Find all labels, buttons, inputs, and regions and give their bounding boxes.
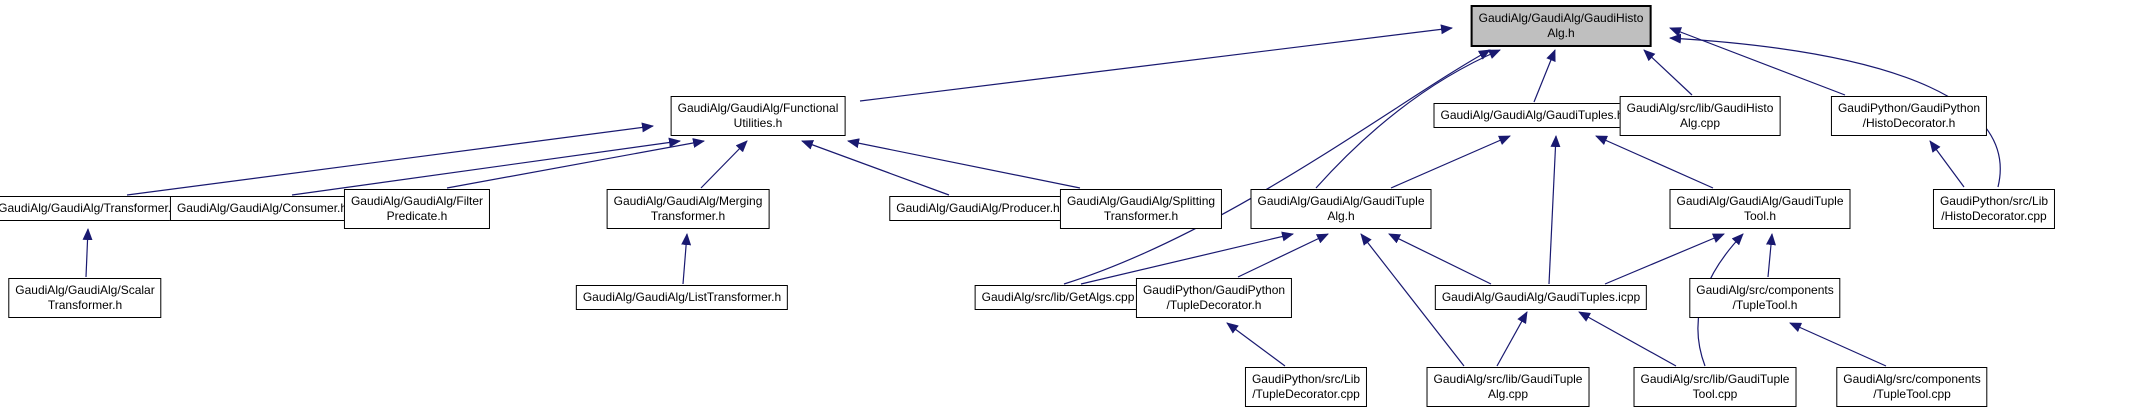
- node-label-line: Utilities.h: [733, 116, 783, 130]
- graph-node-gaudituples_h[interactable]: GaudiAlg/GaudiAlg/GaudiTuples.h: [1433, 103, 1631, 128]
- node-label-line: GaudiAlg/GaudiAlg/Scalar: [15, 283, 155, 297]
- node-label-line: GaudiAlg/GaudiAlg/GaudiHisto: [1478, 11, 1644, 25]
- node-label-line: GaudiAlg/src/lib/GaudiTuple: [1433, 372, 1583, 386]
- node-label-line: GaudiAlg/GaudiAlg/Producer.h: [896, 201, 1060, 215]
- node-label-line: Alg.h: [1547, 26, 1575, 40]
- node-label-line: GaudiAlg/GaudiAlg/GaudiTuples.icpp: [1441, 290, 1641, 304]
- graph-node-tupledecorator_h[interactable]: GaudiPython/GaudiPython/TupleDecorator.h: [1135, 278, 1293, 318]
- include-edge-histodecorator_cpp-to-histodecorator_h: [1929, 140, 1965, 188]
- include-edge-gaudituplealg_cpp-to-gaudituplealg_h: [1360, 233, 1465, 367]
- node-label-line: GaudiPython/src/Lib: [1251, 372, 1361, 386]
- node-label-line: /TupleDecorator.cpp: [1252, 387, 1360, 401]
- include-edge-gaudituples_icpp-to-gaudituples_h: [1548, 135, 1561, 285]
- include-edge-tupledecorator_cpp-to-tupledecorator_h: [1226, 322, 1286, 367]
- graph-node-transformer_h[interactable]: GaudiAlg/GaudiAlg/Transformer.h: [0, 196, 185, 221]
- include-edge-gaudituples_icpp-to-gaudituplealg_h: [1388, 233, 1492, 285]
- include-edge-mergingtransformer_h-to-functionalutilities_h: [700, 140, 748, 189]
- include-edge-gaudituples_icpp-to-gauditupletool_h: [1604, 233, 1725, 285]
- node-label-line: Transformer.h: [47, 298, 123, 312]
- graph-node-histodecorator_h[interactable]: GaudiPython/GaudiPython/HistoDecorator.h: [1830, 96, 1988, 136]
- graph-node-tupletool_cpp[interactable]: GaudiAlg/src/components/TupleTool.cpp: [1836, 367, 1988, 407]
- graph-node-tupletool_h[interactable]: GaudiAlg/src/components/TupleTool.h: [1689, 278, 1841, 318]
- include-edge-tupledecorator_h-to-gaudituplealg_h: [1237, 233, 1329, 278]
- node-label-line: GaudiAlg/GaudiAlg/Merging: [613, 194, 763, 208]
- node-label-line: GaudiAlg/GaudiAlg/GaudiTuple: [1257, 194, 1425, 208]
- include-edge-functionalutilities_h-to-gaudihistoalg_h: [859, 24, 1453, 102]
- include-edge-histodecorator_cpp-to-gaudihistoalg_h: [1669, 33, 2001, 188]
- graph-node-consumer_h[interactable]: GaudiAlg/GaudiAlg/Consumer.h: [169, 196, 355, 221]
- graph-node-histodecorator_cpp[interactable]: GaudiPython/src/Lib/HistoDecorator.cpp: [1932, 189, 2056, 229]
- include-edge-producer_h-to-functionalutilities_h: [801, 140, 950, 196]
- node-label-line: GaudiAlg/src/lib/GaudiTuple: [1640, 372, 1790, 386]
- include-edge-tupletool_cpp-to-tupletool_h: [1789, 322, 1887, 367]
- include-edge-scalartransformer_h-to-transformer_h: [82, 228, 93, 278]
- node-label-line: GaudiAlg/src/lib/GaudiHisto: [1626, 101, 1774, 115]
- include-edge-gaudituples_h-to-gaudihistoalg_h: [1533, 49, 1556, 103]
- graph-node-producer_h[interactable]: GaudiAlg/GaudiAlg/Producer.h: [889, 196, 1067, 221]
- include-edge-tupletool_h-to-gauditupletool_h: [1766, 233, 1776, 278]
- node-label-line: GaudiAlg/src/components: [1696, 283, 1834, 297]
- node-label-line: GaudiAlg/GaudiAlg/GaudiTuple: [1676, 194, 1844, 208]
- include-edge-histodecorator_h-to-gaudihistoalg_h: [1669, 27, 1846, 96]
- node-label-line: GaudiPython/src/Lib: [1939, 194, 2049, 208]
- node-label-line: GaudiAlg/GaudiAlg/Filter: [350, 194, 484, 208]
- include-edge-gaudituplealg_h-to-gaudihistoalg_h: [1315, 49, 1501, 189]
- node-label-line: /HistoDecorator.h: [1862, 116, 1956, 130]
- include-edge-consumer_h-to-functionalutilities_h: [291, 137, 681, 196]
- graph-node-tupledecorator_cpp[interactable]: GaudiPython/src/Lib/TupleDecorator.cpp: [1244, 367, 1368, 407]
- include-edge-gauditupletool_cpp-to-gaudituples_icpp: [1578, 311, 1677, 367]
- graph-node-listtransformer_h[interactable]: GaudiAlg/GaudiAlg/ListTransformer.h: [575, 285, 789, 310]
- node-label-line: /TupleTool.cpp: [1873, 387, 1951, 401]
- include-edge-gaudihistoalg_cpp-to-gaudihistoalg_h: [1643, 49, 1693, 96]
- node-label-line: GaudiPython/GaudiPython: [1142, 283, 1286, 297]
- include-edge-getalgs_cpp-to-gaudituplealg_h: [1080, 231, 1294, 285]
- node-label-line: GaudiAlg/GaudiAlg/Splitting: [1066, 194, 1216, 208]
- node-label-line: Transformer.h: [1103, 209, 1179, 223]
- include-edge-filterpredicate_h-to-functionalutilities_h: [446, 138, 705, 189]
- node-label-line: GaudiAlg/GaudiAlg/Consumer.h: [176, 201, 348, 215]
- include-edge-gauditupletool_h-to-gaudituples_h: [1595, 135, 1714, 189]
- include-edge-gaudituplealg_cpp-to-gaudituples_icpp: [1496, 311, 1528, 367]
- node-label-line: GaudiAlg/GaudiAlg/Transformer.h: [0, 201, 178, 215]
- node-label-line: Tool.h: [1743, 209, 1777, 223]
- node-label-line: /HistoDecorator.cpp: [1941, 209, 2047, 223]
- graph-node-gaudituples_icpp[interactable]: GaudiAlg/GaudiAlg/GaudiTuples.icpp: [1434, 285, 1648, 310]
- node-label-line: GaudiAlg/src/lib/GetAlgs.cpp: [981, 290, 1135, 304]
- include-edge-transformer_h-to-functionalutilities_h: [126, 122, 654, 196]
- node-label-line: GaudiAlg/src/components: [1843, 372, 1981, 386]
- node-label-line: GaudiAlg/GaudiAlg/ListTransformer.h: [582, 290, 782, 304]
- node-label-line: /TupleDecorator.h: [1166, 298, 1262, 312]
- node-label-line: Predicate.h: [386, 209, 448, 223]
- node-label-line: Tool.cpp: [1692, 387, 1738, 401]
- node-label-line: Alg.cpp: [1487, 387, 1529, 401]
- include-edge-splittingtransformer_h-to-functionalutilities_h: [847, 138, 1081, 189]
- node-label-line: GaudiAlg/GaudiAlg/GaudiTuples.h: [1440, 108, 1624, 122]
- include-edge-listtransformer_h-to-mergingtransformer_h: [681, 233, 692, 285]
- node-label-line: /TupleTool.h: [1732, 298, 1798, 312]
- include-edge-getalgs_cpp-to-gaudihistoalg_h: [1063, 49, 1491, 285]
- edges-group: [82, 24, 2001, 367]
- node-label-line: Alg.h: [1327, 209, 1355, 223]
- include-edge-gaudituplealg_h-to-gaudituples_h: [1390, 135, 1511, 189]
- node-label-line: GaudiPython/GaudiPython: [1837, 101, 1981, 115]
- node-label-line: Transformer.h: [650, 209, 726, 223]
- node-label-line: Alg.cpp: [1679, 116, 1721, 130]
- node-label-line: GaudiAlg/GaudiAlg/Functional: [677, 101, 839, 115]
- graph-node-getalgs_cpp[interactable]: GaudiAlg/src/lib/GetAlgs.cpp: [974, 285, 1142, 310]
